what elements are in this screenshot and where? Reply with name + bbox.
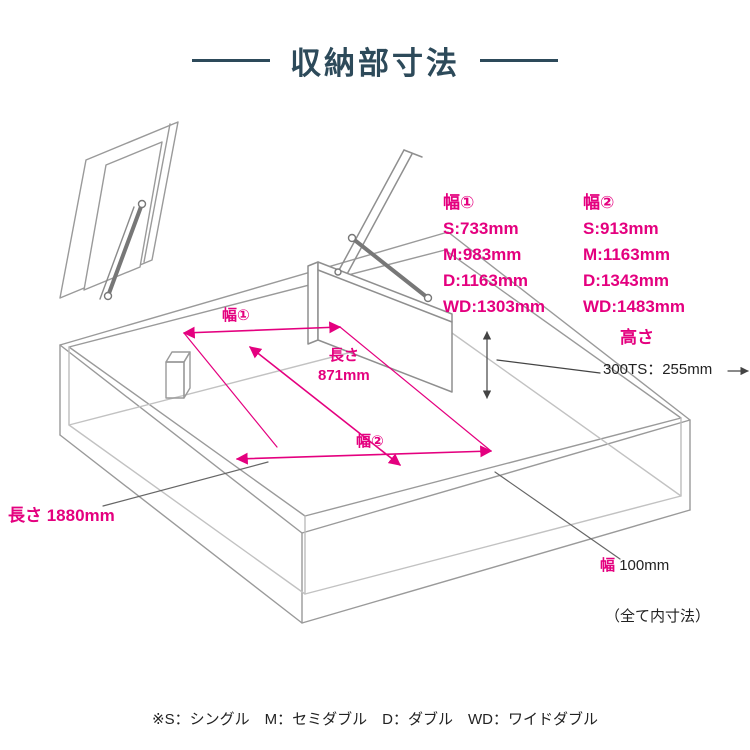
width2-spec-row-m: M:1163mm <box>583 245 670 264</box>
width1-inner-label: 幅① <box>222 307 250 324</box>
inner-dimension-arrows <box>182 321 493 466</box>
page-title: 収納部寸法 <box>290 46 460 81</box>
title-dash-left <box>192 59 270 62</box>
size-legend-footnote: ※S：シングル M：セミダブル D：ダブル WD：ワイドダブル <box>152 711 598 728</box>
width1-spec-row-s: S:733mm <box>443 219 519 238</box>
frame-width-value: 100mm <box>619 557 670 574</box>
width2-spec-row-wd: WD:1483mm <box>583 297 686 316</box>
width1-spec-block: 幅① S:733mm M:983mm D:1163mm WD:1303mm <box>443 190 545 320</box>
title-dash-right <box>480 59 558 62</box>
width1-spec-title: 幅① <box>443 193 475 212</box>
height-title: 高さ <box>620 328 654 347</box>
length-inner-label-line2: 871mm <box>318 366 370 384</box>
lift-mechanism-middle <box>307 149 453 393</box>
length-inner-label-line1: 長さ <box>328 347 359 364</box>
width2-inner-label: 幅② <box>356 433 384 450</box>
lift-panels-left <box>59 121 179 301</box>
width1-spec-row-m: M:983mm <box>443 245 522 264</box>
width1-spec-row-wd: WD:1303mm <box>443 297 546 316</box>
height-value: 300TS：255mm <box>603 361 713 378</box>
width2-spec-row-d: D:1343mm <box>583 271 669 290</box>
width2-spec-row-s: S:913mm <box>583 219 659 238</box>
frame-width-label-kanji: 幅 <box>600 557 616 574</box>
width1-spec-row-d: D:1163mm <box>443 271 529 290</box>
length-inner-label: 長さ 871mm <box>318 346 370 385</box>
width2-spec-block: 幅② S:913mm M:1163mm D:1343mm WD:1483mm <box>583 190 685 320</box>
frame-width-label: 幅 100mm <box>600 556 669 576</box>
outer-length-label: 長さ 1880mm <box>8 506 115 525</box>
leader-lines <box>102 331 749 560</box>
width2-spec-title: 幅② <box>583 193 615 212</box>
figure-header: 収納部寸法 <box>0 38 750 83</box>
inner-dimensions-note: （全て内寸法） <box>605 608 711 625</box>
